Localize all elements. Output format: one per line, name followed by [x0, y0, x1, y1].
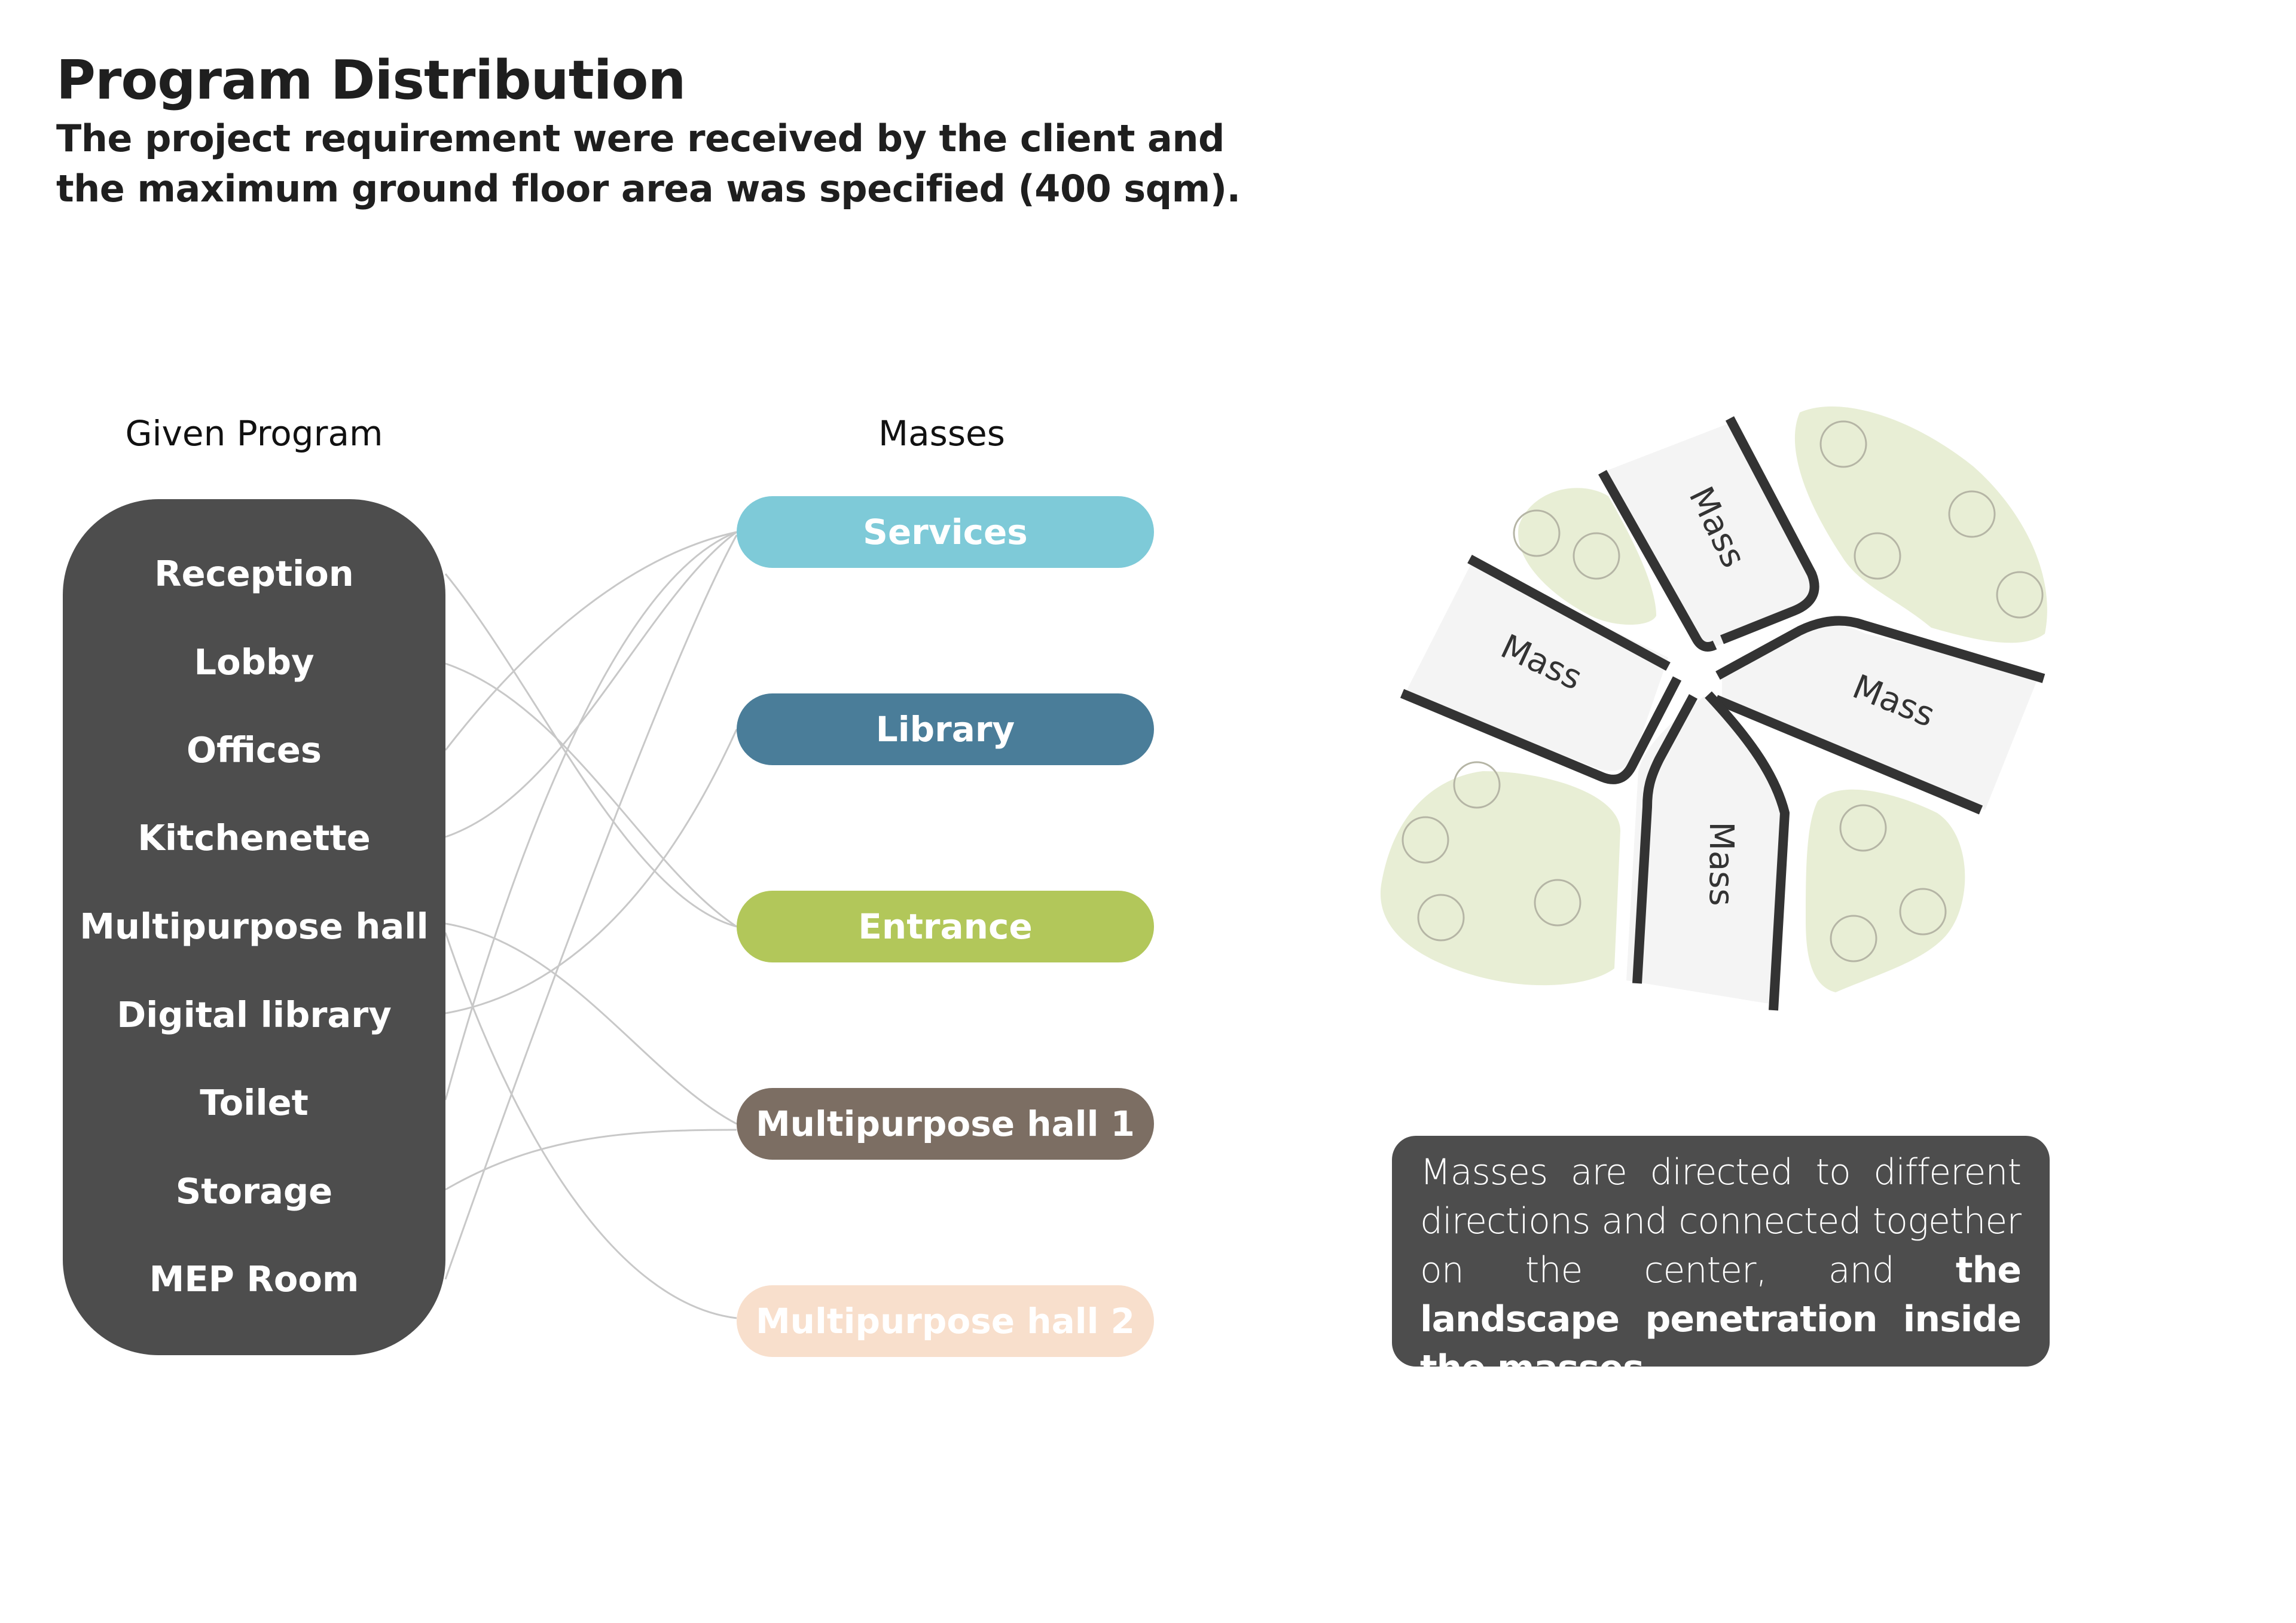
tree-7	[1453, 761, 1501, 809]
outline-left-bottom	[1400, 676, 1682, 784]
link-mep-services	[444, 534, 738, 1280]
note-box	[1392, 1136, 2050, 1367]
tree-3	[1819, 420, 1867, 468]
outline-top-left	[1598, 470, 1717, 652]
outline-bottom-right	[1705, 691, 1790, 1011]
link-reception-entrance	[444, 573, 737, 928]
subtitle-line-1: The project requirement were received by…	[56, 117, 1225, 160]
link-toilet-services	[444, 531, 737, 1101]
mass-pill-multipurpose-hall-2: Multipurpose hall 2	[737, 1285, 1154, 1357]
outline-right-bottom	[1714, 695, 1983, 815]
tree-9	[1534, 879, 1581, 927]
mass-label-bottom: Mass	[1702, 822, 1741, 906]
outline-top-right	[1720, 416, 1819, 644]
outline-left-top	[1467, 554, 1671, 671]
tree-12	[1899, 888, 1947, 936]
tree-10	[1417, 894, 1465, 942]
given-program-heading: Given Program	[125, 413, 383, 454]
mass-pill-library: Library	[737, 693, 1154, 765]
note-bold-text: the landscape penetration inside the mas…	[1420, 1249, 2022, 1389]
tree-2	[1573, 532, 1620, 580]
program-item-storage: Storage	[175, 1170, 333, 1212]
note-text: Masses are directed to different directi…	[1420, 1148, 2022, 1393]
tree-6	[1996, 571, 2044, 619]
program-item-multipurpose-hall: Multipurpose hall	[80, 906, 429, 947]
program-item-lobby: Lobby	[194, 641, 315, 683]
program-item-offices: Offices	[186, 729, 322, 771]
program-item-digital-library: Digital library	[117, 994, 392, 1035]
link-kitchenette-services	[445, 531, 737, 838]
note-regular-text: Masses are directed to different directi…	[1420, 1151, 2022, 1291]
tree-11	[1839, 804, 1887, 852]
link-offices-services	[444, 531, 737, 751]
subtitle-line-2: the maximum ground floor area was specif…	[56, 167, 1241, 210]
page-title: Program Distribution	[56, 49, 686, 112]
program-item-mep-room: MEP Room	[149, 1258, 359, 1300]
landscape-patch-top-left	[1518, 488, 1656, 625]
outline-right-top	[1715, 616, 2045, 683]
mass-pill-services: Services	[737, 496, 1154, 568]
tree-8	[1402, 816, 1449, 864]
mass-block-right	[1722, 625, 2039, 810]
link-storage-hall1	[445, 1129, 737, 1191]
landscape-patch-bottom-right	[1806, 789, 1965, 992]
masses-heading: Masses	[878, 413, 1005, 454]
mass-pill-entrance: Entrance	[737, 891, 1154, 962]
tree-1	[1513, 509, 1561, 557]
given-program-box	[63, 499, 445, 1355]
mass-block-bottom	[1626, 696, 1788, 1004]
landscape-patch-top-right	[1794, 406, 2047, 643]
link-digital-library	[445, 729, 738, 1014]
page-subtitle: The project requirement were received by…	[56, 114, 1252, 214]
outline-bottom-left	[1632, 694, 1698, 984]
tree-13	[1830, 915, 1877, 962]
program-item-toilet: Toilet	[200, 1082, 309, 1123]
mass-pill-multipurpose-hall-1: Multipurpose hall 1	[737, 1088, 1154, 1160]
program-item-kitchenette: Kitchenette	[138, 817, 371, 858]
tree-5	[1854, 532, 1901, 580]
tree-4	[1948, 490, 1996, 538]
link-lobby-entrance	[445, 662, 737, 928]
program-item-reception: Reception	[154, 553, 354, 594]
landscape-patch-bottom-left	[1380, 771, 1620, 986]
link-multipurpose-hall2	[444, 932, 737, 1319]
site-plan-diagram: Mass Mass Mass Mass	[1380, 406, 2047, 1011]
